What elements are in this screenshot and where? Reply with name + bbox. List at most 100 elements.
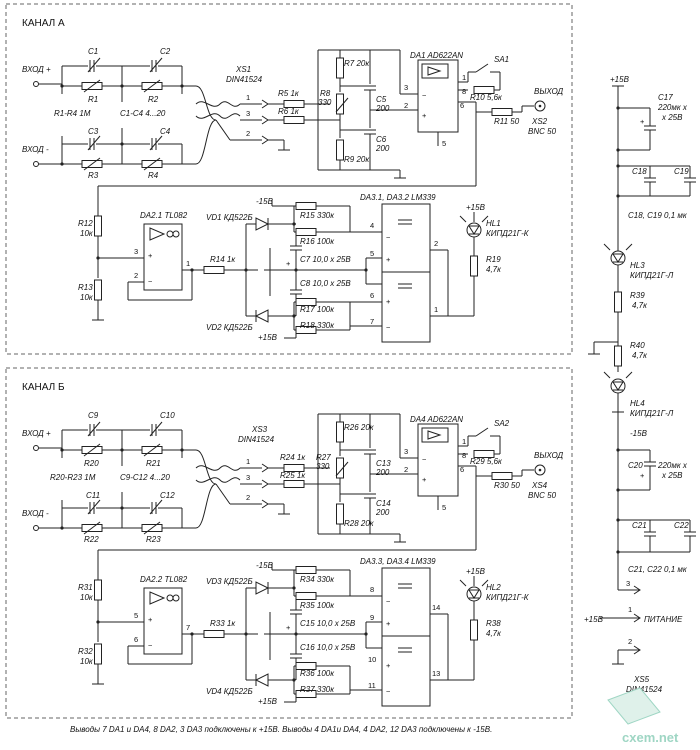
r30-label: R30 50 [494,481,520,490]
channel-a-title: КАНАЛ А [22,18,65,29]
r27-value: 330 [316,462,330,471]
input-minus-b-terminal[interactable] [33,525,39,531]
input-minus-a-terminal[interactable] [33,161,39,167]
r38-label: R38 [486,619,501,628]
xs1-label: XS1 [235,65,251,74]
r14-label: R14 1к [210,255,236,264]
r34-label: R34 330к [300,575,335,584]
r28-label: R28 20к [344,519,375,528]
r31-label: R31 [78,583,93,592]
da3-pin1: 1 [434,305,438,314]
da2-2-label: DA2.2 TL082 [140,575,188,584]
svg-text:−: − [386,687,391,696]
r12-label: R12 [78,219,93,228]
da1-pin8: 8 [462,87,466,96]
c18-c19-note: C18, C19 0,1 мк [628,211,688,220]
r16-label: R16 100к [300,237,335,246]
r32-label: R32 [78,647,93,656]
hl4-type: КИПД21Г-Л [630,409,674,418]
r9-label: R9 20к [344,155,370,164]
c14-label: C14 [376,499,391,508]
svg-text:−: − [148,277,153,286]
r21-label: R21 [146,459,161,468]
c6-label: C6 [376,135,387,144]
input-minus-a: ВХОД - [22,145,49,154]
da2-1-pin2: 2 [134,271,138,280]
da2-2-opamp: +− [98,587,204,665]
c6-value: 200 [375,144,390,153]
plus15-a: +15В [258,333,278,342]
c17-plus: + [640,117,645,126]
input-plus-b: ВХОД + [22,429,51,438]
hl2-led [459,576,489,620]
da3-pin11: 11 [368,681,376,690]
input-divider-plus-a [60,57,184,102]
svg-text:+: + [148,251,153,260]
sa1-switch[interactable] [467,63,501,90]
watermark-text: cxem.net [622,730,679,745]
xs5-label: XS5 [633,675,650,684]
da4-label: DA4 AD622AN [410,415,463,424]
da3-pin4: 4 [370,221,374,230]
r13-label: R13 [78,283,93,292]
r22-label: R22 [84,535,99,544]
vd3-label: VD3 КД522Б [206,577,253,586]
r17-label: R17 100к [300,305,335,314]
sa1-label: SA1 [494,55,509,64]
hl2-label: HL2 [486,583,501,592]
da3-pin10: 10 [368,655,376,664]
c12-label: C12 [160,491,175,500]
xs3-connector [230,463,290,515]
xs3-pin2: 2 [246,493,250,502]
xs2-type: BNC 50 [528,127,557,136]
hl1-label: HL1 [486,219,501,228]
svg-text:−: − [148,641,153,650]
r38-value: 4,7к [486,629,502,638]
c9-label: C9 [88,411,99,420]
r15-label: R15 330к [300,211,335,220]
footnote: Выводы 7 DA1 и DA4, 8 DA2, 3 DA3 подключ… [70,725,492,734]
da3-pin5: 5 [370,249,374,258]
r35-label: R35 100к [300,601,335,610]
c21-label: C21 [632,521,647,530]
r8-value: 330 [318,98,332,107]
r33-label: R33 1к [210,619,236,628]
channel-b-frame [5,367,573,719]
hl3-label: HL3 [630,261,645,270]
da3-pin2: 2 [434,239,438,248]
c13-value: 200 [375,468,390,477]
input-plus-b-terminal[interactable] [33,445,39,451]
xs1-type: DIN41524 [226,75,263,84]
r25-label: R25 1к [280,471,306,480]
twisted-pair-a [182,85,241,165]
svg-text:+: + [422,111,427,120]
hl1-type: КИПД21Г-К [486,229,530,238]
c10-label: C10 [160,411,175,420]
c8-label: C8 10,0 x 25В [300,279,351,288]
bias-network-b [317,413,406,543]
c3-label: C3 [88,127,99,136]
r32-value: 10к [80,657,94,666]
da4-pin6: 6 [460,465,464,474]
xs1-pin2: 2 [246,129,250,138]
output-a-label: ВЫХОД [534,87,563,96]
hl1-led [459,212,489,256]
svg-text:−: − [386,323,391,332]
input-plus-a-terminal[interactable] [33,81,39,87]
r2-label: R2 [148,95,159,104]
r36-label: R36 100к [300,669,335,678]
minus15-b: -15В [256,561,274,570]
sa2-switch[interactable] [467,427,501,454]
led-plus-a: +15В [466,203,486,212]
xs1-pin1: 1 [246,93,250,102]
c17-value2: x 25В [661,113,683,122]
r11-label: R11 50 [494,117,520,126]
c9-c12-note: C9-C12 4...20 [120,473,170,482]
minus15-a: -15В [256,197,274,206]
channel-a-frame [5,3,573,355]
svg-text:−: − [386,233,391,242]
channel-b-title: КАНАЛ Б [22,382,65,393]
da1-instrumentation-amp: −+ [399,50,476,146]
r31-value: 10к [80,593,94,602]
da2-2-pin5: 5 [134,611,138,620]
